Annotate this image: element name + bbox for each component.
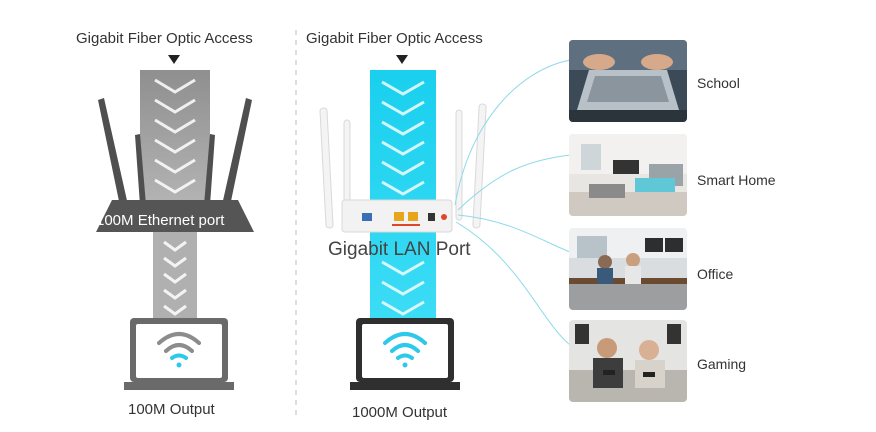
left-wifi-icon <box>157 332 201 368</box>
school-photo <box>569 40 687 122</box>
left-output-label: 100M Output <box>128 401 215 418</box>
gaming-photo <box>569 320 687 402</box>
right-stream-band <box>370 70 436 320</box>
right-wifi-icon <box>383 332 427 368</box>
left-stream-band <box>140 70 210 322</box>
connection-lines <box>454 59 571 346</box>
right-port-label: Gigabit LAN Port <box>328 239 471 260</box>
office-photo <box>569 228 687 310</box>
use-case-label-smart-home: Smart Home <box>697 172 776 188</box>
left-laptop <box>124 318 234 390</box>
left-port-label: 100M Ethernet port <box>96 212 225 229</box>
right-laptop <box>350 318 460 390</box>
right-title: Gigabit Fiber Optic Access <box>306 30 483 47</box>
left-title: Gigabit Fiber Optic Access <box>76 30 253 47</box>
down-arrow-icon <box>168 55 180 64</box>
left-router-body <box>96 200 254 232</box>
use-case-label-office: Office <box>697 266 734 282</box>
use-case-label-gaming: Gaming <box>697 356 747 372</box>
smart-home-photo <box>569 134 687 216</box>
left-router-antennas <box>98 98 252 206</box>
use-case-label-school: School <box>697 75 740 91</box>
down-arrow-icon <box>396 55 408 64</box>
right-output-label: 1000M Output <box>352 404 448 421</box>
right-router-body <box>341 199 453 233</box>
